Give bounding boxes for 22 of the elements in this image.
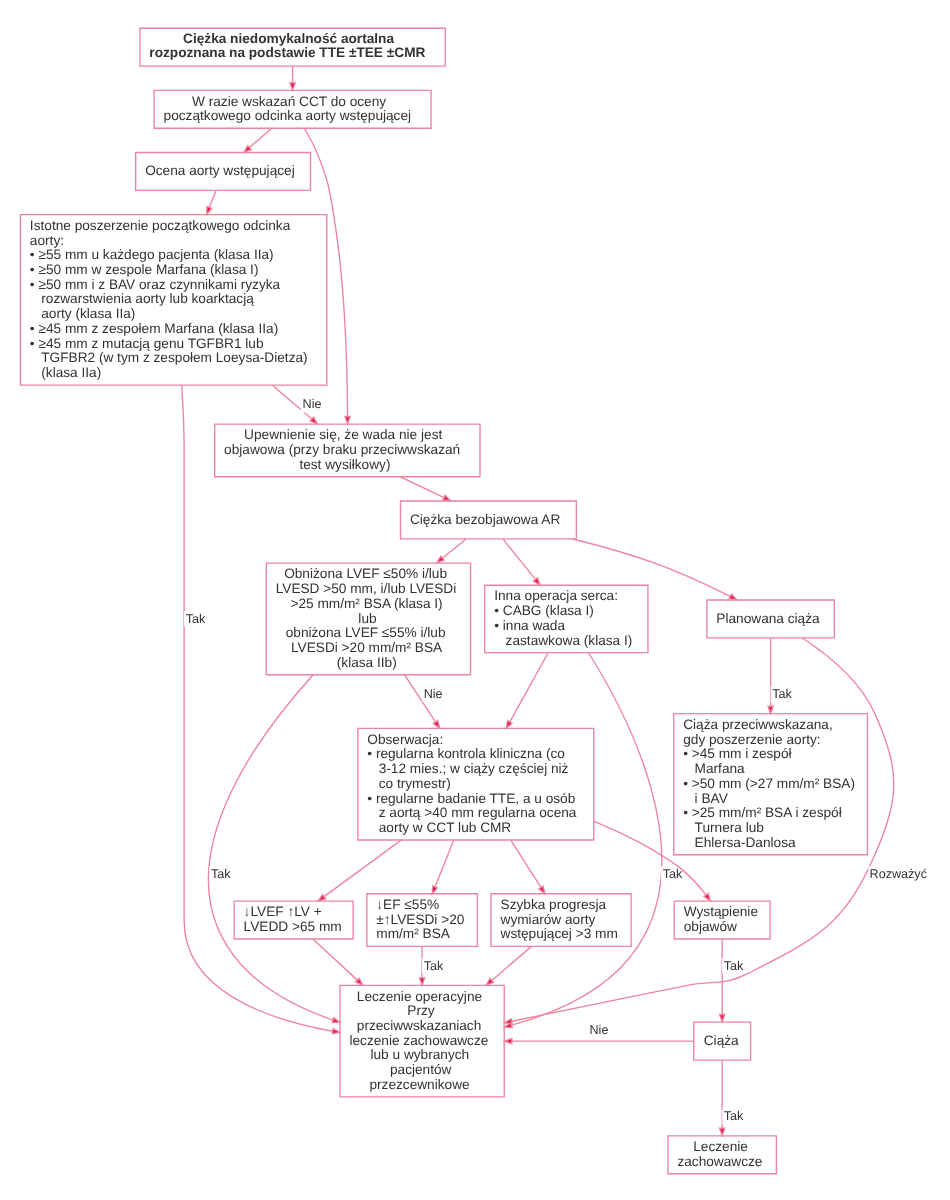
arrow (510, 838, 547, 895)
arrow (435, 537, 467, 563)
arrow (484, 944, 532, 986)
arrow (502, 636, 895, 1024)
arrow (242, 126, 273, 153)
arrow (502, 651, 663, 1028)
arrow (271, 383, 320, 425)
arrow (431, 838, 455, 895)
arrow (505, 651, 549, 730)
arrow (316, 838, 402, 902)
arrow (312, 937, 365, 986)
arrow (572, 537, 739, 600)
arrow (205, 188, 217, 216)
arrow (403, 673, 441, 729)
arrow (418, 944, 426, 987)
arrow (502, 1036, 695, 1044)
arrow (767, 636, 775, 715)
arrow (718, 937, 726, 1023)
arrow (718, 1058, 726, 1137)
arrow (399, 475, 453, 501)
arrow (502, 537, 542, 586)
arrow (593, 819, 712, 902)
